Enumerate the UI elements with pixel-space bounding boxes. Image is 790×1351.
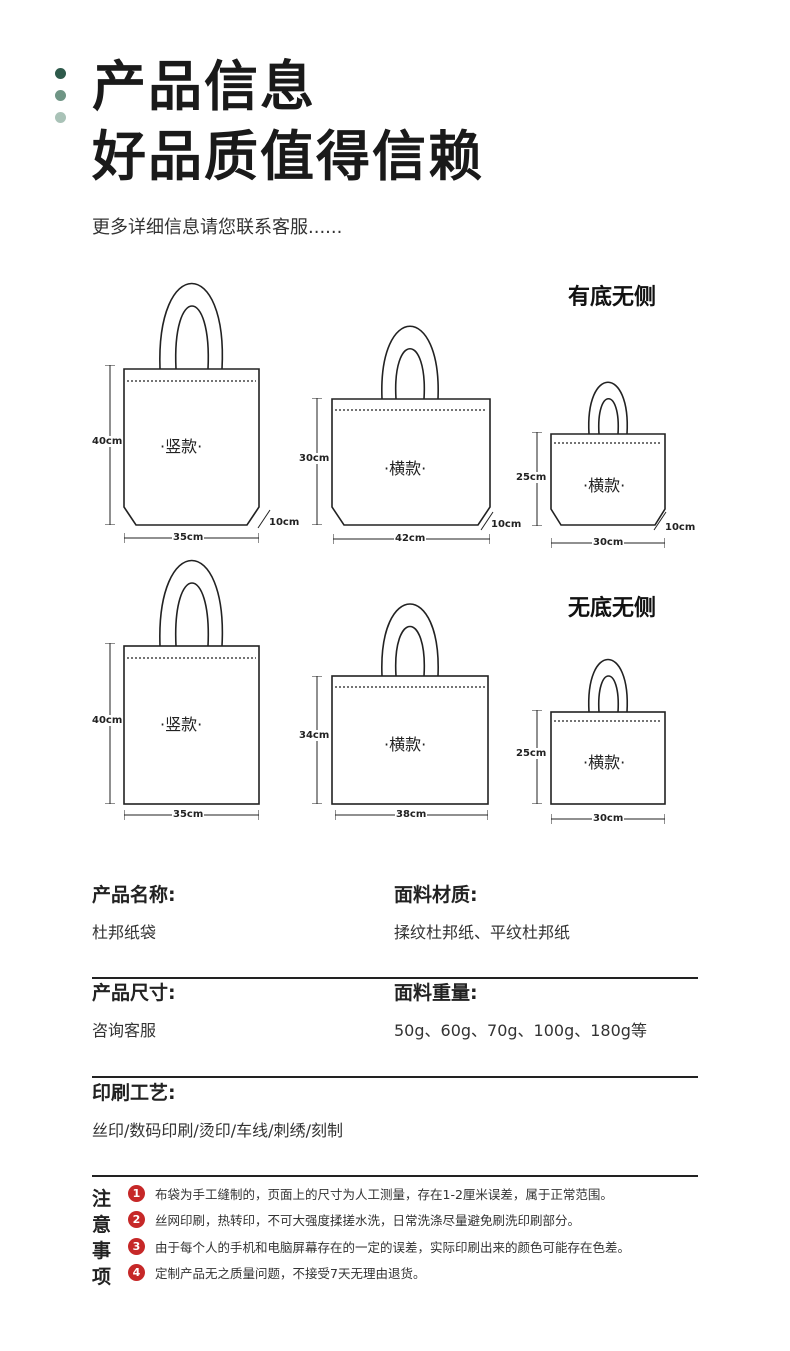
- height-label: 34cm: [298, 730, 331, 741]
- gusset-label: 10cm: [490, 519, 523, 530]
- note-item: 3 由于每个人的手机和电脑屏幕存在的一定的误差，实际印刷出来的颜色可能存在色差。: [128, 1233, 728, 1260]
- height-label: 30cm: [298, 453, 331, 464]
- info-cell-weight: 面料重量: 50g、60g、70g、100g、180g等: [394, 978, 647, 1041]
- material-label: 面料材质:: [394, 884, 478, 906]
- width-label: 35cm: [172, 532, 205, 543]
- info-cell-print: 印刷工艺: 丝印/数码印刷/烫印/车线/刺绣/刻制: [92, 1078, 343, 1141]
- width-label: 42cm: [394, 533, 427, 544]
- dot-3: [55, 112, 66, 123]
- note-text: 由于每个人的手机和电脑屏幕存在的一定的误差，实际印刷出来的颜色可能存在色差。: [155, 1239, 631, 1255]
- height-label: 25cm: [515, 748, 548, 759]
- width-label: 30cm: [592, 813, 625, 824]
- width-label: 30cm: [592, 537, 625, 548]
- info-row-print: 印刷工艺: 丝印/数码印刷/烫印/车线/刺绣/刻制: [92, 1078, 698, 1177]
- bag-outline: [331, 603, 489, 805]
- info-cell-size: 产品尺寸: 咨询客服: [92, 978, 176, 1041]
- bag-outline: [550, 381, 666, 526]
- group-label-with-bottom: 有底无侧: [568, 284, 657, 310]
- bag-outline: [550, 658, 666, 805]
- dot-2: [55, 90, 66, 101]
- note-item: 1 布袋为手工缝制的，页面上的尺寸为人工测量，存在1-2厘米误差，属于正常范围。: [128, 1180, 728, 1207]
- gusset-dimension-line: [653, 511, 667, 531]
- print-process-value: 丝印/数码印刷/烫印/车线/刺绣/刻制: [92, 1121, 343, 1140]
- group-label-no-bottom: 无底无侧: [568, 595, 657, 621]
- print-process-label: 印刷工艺:: [92, 1082, 176, 1104]
- gusset-label: 10cm: [664, 522, 697, 533]
- bag-style-label: ·竖款·: [160, 437, 203, 456]
- bag-outline: [123, 559, 260, 805]
- bag-diagram-tall: [123, 275, 260, 527]
- product-name-label: 产品名称:: [92, 884, 176, 906]
- bag-style-label: ·横款·: [384, 459, 427, 478]
- page-title-line2: 好品质值得信赖: [92, 125, 484, 188]
- height-label: 40cm: [91, 436, 124, 447]
- info-cell-name: 产品名称: 杜邦纸袋: [92, 880, 176, 943]
- note-number-badge: 3: [128, 1237, 145, 1255]
- height-label: 25cm: [515, 472, 548, 483]
- note-item: 4 定制产品无之质量问题，不接受7天无理由退货。: [128, 1260, 728, 1287]
- gusset-dimension-line: [480, 511, 494, 531]
- notes-label: 注意事项: [92, 1188, 112, 1288]
- bag-style-label: ·横款·: [583, 476, 626, 495]
- note-item: 2 丝网印刷，热转印，不可大强度揉搓水洗，日常洗涤尽量避免刷洗印刷部分。: [128, 1207, 728, 1234]
- gusset-dimension-line: [257, 509, 271, 529]
- info-cell-material: 面料材质: 揉纹杜邦纸、平纹杜邦纸: [394, 880, 570, 943]
- weight-value: 50g、60g、70g、100g、180g等: [394, 1021, 647, 1040]
- gusset-label: 10cm: [268, 517, 301, 528]
- product-size-value: 咨询客服: [92, 1021, 157, 1040]
- info-row-size-weight: 产品尺寸: 咨询客服 面料重量: 50g、60g、70g、100g、180g等: [92, 979, 698, 1078]
- bag-style-label: ·竖款·: [160, 715, 203, 734]
- notes-list: 1 布袋为手工缝制的，页面上的尺寸为人工测量，存在1-2厘米误差，属于正常范围。…: [128, 1180, 728, 1286]
- note-number-badge: 4: [128, 1264, 145, 1282]
- dot-1: [55, 68, 66, 79]
- product-size-label: 产品尺寸:: [92, 982, 176, 1004]
- note-number-badge: 2: [128, 1211, 145, 1229]
- material-value: 揉纹杜邦纸、平纹杜邦纸: [394, 923, 571, 942]
- height-label: 40cm: [91, 715, 124, 726]
- bag-style-label: ·横款·: [583, 753, 626, 772]
- info-row-name-material: 产品名称: 杜邦纸袋 面料材质: 揉纹杜邦纸、平纹杜邦纸: [92, 880, 698, 979]
- weight-label: 面料重量:: [394, 982, 478, 1004]
- product-name-value: 杜邦纸袋: [92, 923, 157, 942]
- width-label: 38cm: [395, 809, 428, 820]
- product-info-table: 产品名称: 杜邦纸袋 面料材质: 揉纹杜邦纸、平纹杜邦纸 产品尺寸: 咨询客服 …: [92, 880, 698, 1177]
- note-text: 丝网印刷，热转印，不可大强度揉搓水洗，日常洗涤尽量避免刷洗印刷部分。: [155, 1213, 581, 1229]
- bag-outline: [331, 325, 491, 526]
- bag-outline: [123, 282, 260, 526]
- note-text: 布袋为手工缝制的，页面上的尺寸为人工测量，存在1-2厘米误差，属于正常范围。: [155, 1186, 613, 1202]
- width-label: 35cm: [172, 809, 205, 820]
- bag-diagram-tall: [123, 552, 260, 806]
- decorative-dots: [55, 68, 66, 134]
- bag-diagram-wide: [331, 600, 489, 806]
- note-number-badge: 1: [128, 1184, 145, 1202]
- note-text: 定制产品无之质量问题，不接受7天无理由退货。: [155, 1266, 426, 1282]
- bag-diagram-small: [550, 656, 666, 806]
- bag-diagram-wide: [331, 322, 491, 528]
- bag-diagram-small: [550, 379, 666, 527]
- page-title-line1: 产品信息: [92, 55, 316, 118]
- page-subtitle: 更多详细信息请您联系客服......: [92, 217, 343, 238]
- bag-style-label: ·横款·: [384, 735, 427, 754]
